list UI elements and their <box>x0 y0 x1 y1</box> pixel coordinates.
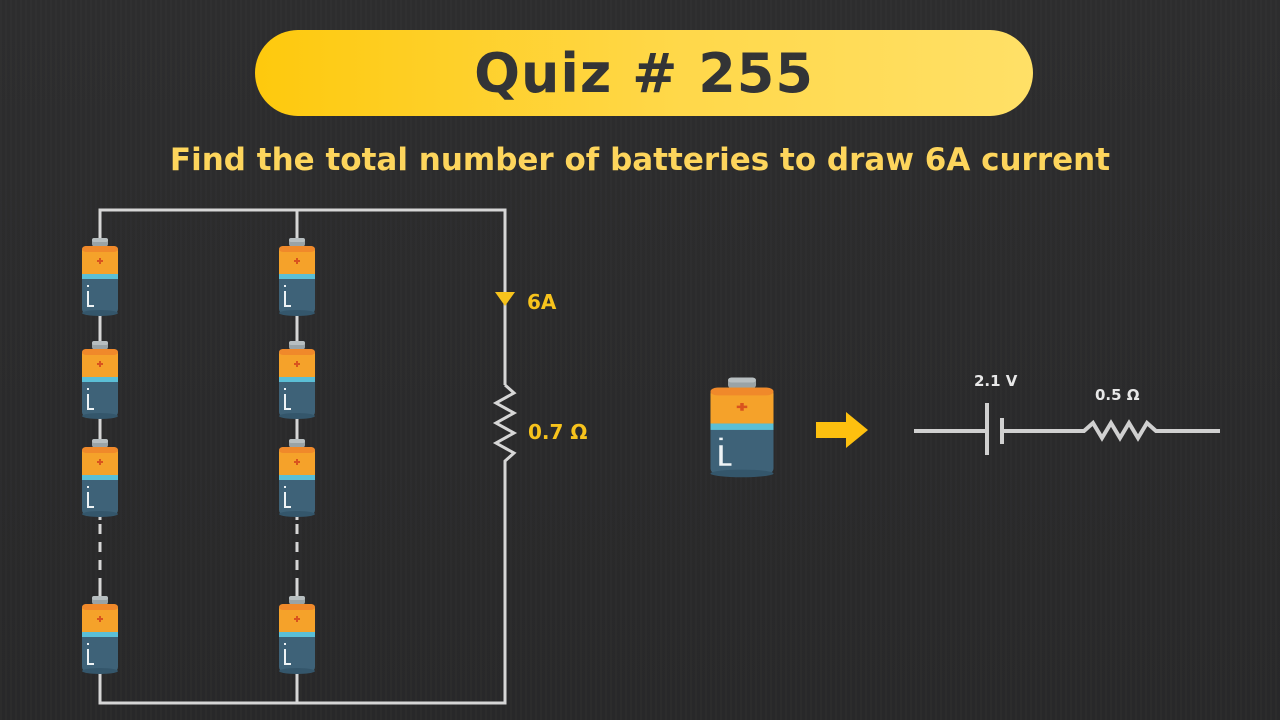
ellipsis-dashes <box>98 524 299 588</box>
single-cell-battery-icon <box>708 375 776 480</box>
battery-icon <box>81 595 119 675</box>
battery-icon <box>278 340 316 420</box>
quiz-title-banner: Quiz # 255 <box>255 30 1033 116</box>
battery-icon <box>81 340 119 420</box>
question-text: Find the total number of batteries to dr… <box>169 142 1111 178</box>
quiz-title: Quiz # 255 <box>474 41 814 105</box>
right-branch-batteries <box>278 237 316 675</box>
emf-label: 2.1 V <box>974 372 1018 390</box>
load-resistance-label: 0.7 Ω <box>528 420 588 444</box>
current-arrow-icon <box>495 292 515 306</box>
battery-icon <box>81 438 119 518</box>
battery-icon <box>278 438 316 518</box>
current-label: 6A <box>527 290 557 314</box>
battery-icon <box>278 595 316 675</box>
equals-arrow-icon <box>816 412 868 448</box>
battery-icon <box>278 237 316 317</box>
left-branch-batteries <box>81 237 119 675</box>
internal-resistance-label: 0.5 Ω <box>1095 386 1140 404</box>
battery-icon <box>81 237 119 317</box>
cell-schematic <box>914 403 1220 455</box>
